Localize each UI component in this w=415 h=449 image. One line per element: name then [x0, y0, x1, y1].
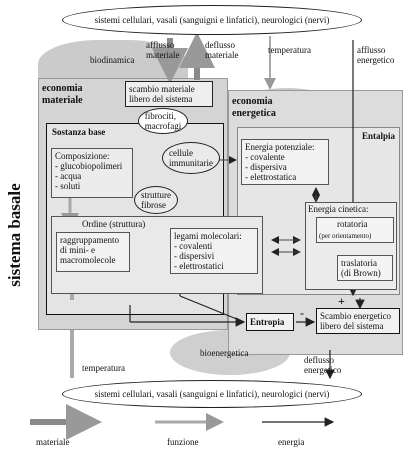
- legami-box: legami molecolari: - covalenti - dispers…: [170, 228, 258, 274]
- strutture-ellipse: strutture fibrose: [134, 186, 178, 214]
- legend-materiale: materiale: [36, 437, 70, 447]
- rotatoria-label: rotatoria: [337, 219, 368, 229]
- raggruppamento-box: raggruppamento di mini- e macromolecole: [56, 232, 130, 272]
- label-minus: -: [300, 306, 304, 320]
- label-afflusso-energetico: afflusso energetico: [357, 45, 395, 65]
- label-biodinamica: biodinamica: [90, 55, 135, 65]
- sostanza-base-title: Sostanza base: [52, 127, 106, 137]
- ordine-title: Ordine (struttura): [82, 219, 146, 229]
- label-bioenergetica: bioenergetica: [200, 348, 249, 358]
- traslatoria-box: traslatoria (di Brown): [337, 255, 393, 281]
- side-title: sistema basale: [5, 183, 24, 287]
- label-afflusso-materiale: afflusso materiale: [146, 40, 180, 60]
- label-temperatura-top: temperatura: [268, 45, 311, 55]
- cellule-ellipse: cellule immunitarie: [162, 142, 220, 174]
- economia-materiale-title: economia materiale: [42, 83, 83, 106]
- bottom-ellipse: sistemi cellulari, vasali (sanguigni e l…: [62, 380, 362, 408]
- rotatoria-sub-label: (per orientamento): [319, 232, 372, 240]
- fibrociti-ellipse: fibrociti, macrofagi: [138, 108, 188, 134]
- label-deflusso-energetico: deflusso energetico: [304, 355, 342, 375]
- legend-funzione: funzione: [167, 437, 199, 447]
- label-temperatura-bottom: temperatura: [82, 363, 125, 373]
- top-ellipse: sistemi cellulari, vasali (sanguigni e l…: [62, 5, 362, 35]
- label-deflusso-materiale: deflusso materiale: [205, 40, 239, 60]
- legend-energia: energia: [278, 437, 305, 447]
- label-plus: +: [338, 294, 345, 308]
- scambio-materiale-box: scambio materiale libero del sistema: [125, 81, 213, 107]
- entropia-box: Entropia: [246, 313, 294, 331]
- entalpia-title: Entalpia: [362, 131, 396, 141]
- energia-potenziale-box: Energia potenziale: - covalente - disper…: [241, 139, 329, 185]
- economia-energetica-title: economia energetica: [232, 96, 276, 119]
- composizione-box: Composizione: - glucobiopolimeri - acqua…: [51, 148, 133, 198]
- rotatoria-box: [316, 217, 394, 243]
- energia-cinetica-title: Energia cinetica:: [308, 204, 369, 214]
- scambio-energetico-box: Scambio energetico libero del sistema: [316, 308, 400, 334]
